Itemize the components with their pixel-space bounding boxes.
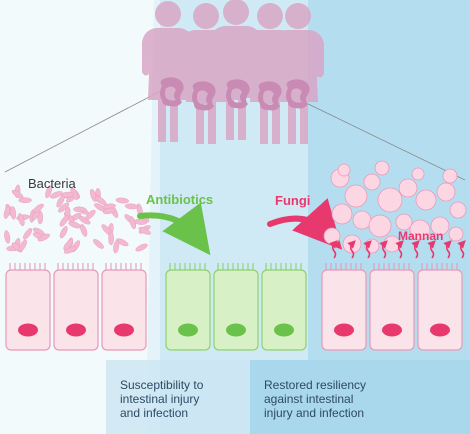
fungi-spore xyxy=(409,219,431,241)
fungi-spore xyxy=(442,168,458,184)
bacterium xyxy=(18,197,32,203)
bacterium xyxy=(90,188,97,202)
bacterium xyxy=(135,243,148,252)
mannan-strand xyxy=(443,240,452,259)
bacterium xyxy=(138,226,151,235)
fungi-spore xyxy=(363,173,381,191)
fungi-arrow-icon xyxy=(267,198,343,250)
fungi-spore xyxy=(411,167,425,181)
connector-line-right xyxy=(299,99,466,181)
antibiotics-arrow-icon xyxy=(137,202,211,256)
fungi-label: Fungi xyxy=(275,193,311,208)
mannan-strand xyxy=(411,240,420,259)
epithelial-cells-restored xyxy=(321,263,463,351)
bacterium xyxy=(37,233,50,242)
antibiotics-label: Antibiotics xyxy=(146,192,214,207)
mannan-strand xyxy=(427,240,436,259)
bacterium xyxy=(124,203,139,210)
bacterium xyxy=(102,207,116,215)
bacterium xyxy=(4,230,11,244)
bacterium xyxy=(108,231,114,246)
mannan-label: Mannan xyxy=(398,229,444,243)
mannan-strand xyxy=(347,240,356,259)
epithelial-cell-icon xyxy=(369,263,415,351)
bacterium xyxy=(49,191,63,199)
bacterium xyxy=(85,209,96,220)
caption-band-right xyxy=(250,360,470,434)
bacterium xyxy=(113,240,120,254)
bacterium xyxy=(45,185,52,199)
bacterium xyxy=(80,224,88,237)
bacterium xyxy=(60,191,75,198)
epithelial-cells-depleted xyxy=(165,263,307,351)
bacterium xyxy=(59,226,68,239)
mannan-strand xyxy=(457,240,466,259)
bacterium xyxy=(133,219,147,225)
fungi-spore xyxy=(377,187,403,213)
epithelial-cell-icon xyxy=(165,263,211,351)
bacterium xyxy=(116,238,129,247)
mannan-strand xyxy=(395,240,404,259)
bacterium xyxy=(11,189,24,199)
epithelial-cell-icon xyxy=(417,263,463,351)
bacteria-icon xyxy=(3,184,151,254)
mannan-strand xyxy=(379,240,388,259)
fungi-spore xyxy=(323,227,341,245)
fungi-spore xyxy=(449,201,467,219)
mannan-icon xyxy=(329,240,466,259)
epithelial-cell-icon xyxy=(261,263,307,351)
bacterium xyxy=(95,195,107,206)
fungi-spore xyxy=(398,178,418,198)
bacteria-label: Bacteria xyxy=(28,176,76,191)
bacterium xyxy=(23,228,33,240)
bacterium xyxy=(93,239,104,249)
bacterium xyxy=(73,206,87,213)
epithelial-cell-icon xyxy=(321,263,367,351)
caption-restored: Restored resiliency against intestinal i… xyxy=(264,378,367,420)
bacterium xyxy=(10,206,17,220)
fungi-spore xyxy=(395,213,413,231)
bacterium xyxy=(63,239,73,251)
fungi-spore xyxy=(368,214,392,238)
bacterium xyxy=(59,215,69,227)
fungi-spore xyxy=(374,160,390,176)
fungi-spore xyxy=(352,210,372,230)
epithelial-cell-icon xyxy=(101,263,147,351)
bacterium xyxy=(3,205,11,219)
bacterium xyxy=(58,202,69,213)
bacterium xyxy=(56,195,65,208)
epithelial-cell-icon xyxy=(53,263,99,351)
fungi-spore xyxy=(430,216,450,236)
bacterium xyxy=(115,197,129,204)
epithelial-cell-icon xyxy=(5,263,51,351)
fungi-spore xyxy=(448,226,464,242)
fungi-spore xyxy=(415,189,437,211)
epithelial-cells-susceptible xyxy=(5,263,147,351)
mannan-strand xyxy=(363,240,372,259)
bacterium xyxy=(18,213,25,227)
fungi-spore xyxy=(337,163,351,177)
fungi-spore xyxy=(331,203,353,225)
caption-susceptibility: Susceptibility to intestinal injury and … xyxy=(120,378,204,420)
fungi-spore xyxy=(344,184,368,208)
mannan-strand xyxy=(329,240,338,259)
bacterium xyxy=(18,239,27,252)
epithelial-cell-icon xyxy=(213,263,259,351)
bacterium xyxy=(32,203,44,214)
fungi-spore xyxy=(436,182,456,202)
